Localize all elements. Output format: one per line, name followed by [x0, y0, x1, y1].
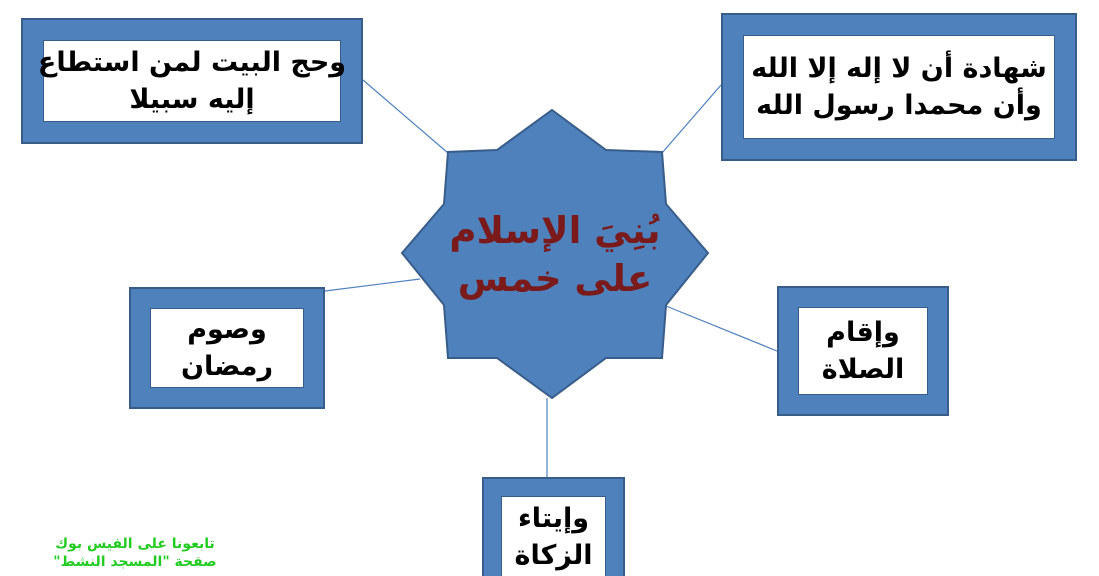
pillar-shahada-text: شهادة أن لا إله إلا الله وأن محمدا رسول … — [743, 35, 1055, 139]
footer-line1: تابعونا على الفيس بوك — [55, 536, 215, 552]
pillar-sawm-line2: رمضان — [180, 351, 274, 382]
pillar-sawm-text: وصوم رمضان — [150, 308, 304, 388]
center-title: بُنِيَ الإسلام على خمس — [430, 200, 680, 310]
pillar-zakah-line2: الزكاة — [514, 540, 593, 571]
center-title-line1: بُنِيَ الإسلام — [449, 208, 661, 252]
pillar-box-salah: وإقام الصلاة — [777, 286, 949, 416]
pillar-shahada-line1: شهادة أن لا إله إلا الله — [751, 52, 1047, 84]
pillar-hajj-text: وحج البيت لمن استطاع إليه سبيلا — [38, 40, 346, 122]
connector-hajj — [362, 79, 449, 154]
pillar-salah-text: وإقام الصلاة — [798, 307, 928, 395]
footer-line2: صفحة "المسجد النشط" — [53, 554, 217, 571]
pillar-zakah-text: وإيتاء الزكاة — [501, 496, 606, 576]
pillar-box-hajj: وحج البيت لمن استطاع إليه سبيلا — [21, 18, 363, 144]
pillar-box-sawm: وصوم رمضان — [129, 287, 325, 409]
pillar-sawm-line1: وصوم — [187, 313, 267, 345]
pillar-box-shahada: شهادة أن لا إله إلا الله وأن محمدا رسول … — [721, 13, 1077, 161]
facebook-follow-note: تابعونا على الفيس بوك صفحة "المسجد النشط… — [30, 535, 240, 571]
pillar-hajj-line1: وحج البيت لمن استطاع — [37, 46, 347, 78]
pillar-zakah-line1: وإيتاء — [517, 502, 590, 534]
pillar-shahada-line2: وأن محمدا رسول الله — [756, 90, 1042, 121]
connector-salah — [665, 305, 778, 352]
pillar-salah-line1: وإقام — [826, 316, 900, 348]
connector-shahada — [661, 84, 722, 154]
connector-sawm — [324, 278, 421, 292]
pillar-salah-line2: الصلاة — [821, 354, 905, 385]
center-title-line2: على خمس — [457, 257, 653, 300]
center-star-shape — [400, 108, 710, 400]
pillar-box-zakah: وإيتاء الزكاة — [482, 477, 625, 576]
pillar-hajj-line2: إليه سبيلا — [129, 84, 255, 115]
